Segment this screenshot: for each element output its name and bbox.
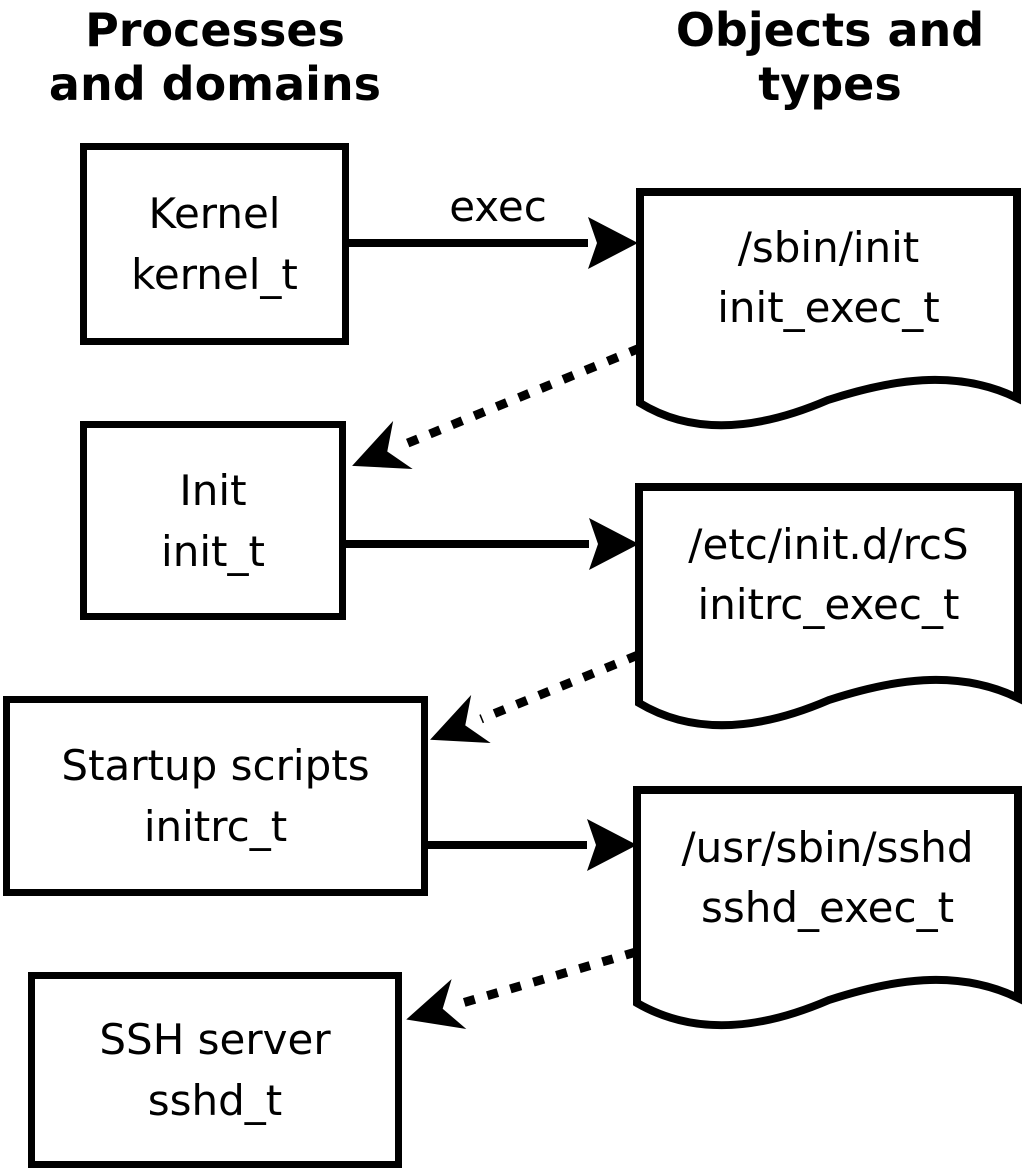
- process-name: Kernel: [148, 189, 281, 238]
- process-domain-type: initrc_t: [143, 802, 288, 851]
- arrow-transition-to-initrc: [430, 650, 640, 744]
- document-shape-sshd-exec: [633, 786, 1022, 1030]
- object-type: initrc_exec_t: [697, 580, 960, 629]
- object-type: init_exec_t: [717, 283, 940, 332]
- document-shape-initrc-exec: [635, 483, 1022, 730]
- process-domain-type: kernel_t: [131, 250, 298, 299]
- object-path: /usr/sbin/sshd: [681, 823, 974, 872]
- object-node-etc-initd-rcs: /etc/init.d/rcS initrc_exec_t: [639, 515, 1018, 635]
- document-shape-init-exec: [636, 188, 1021, 430]
- process-domain-type: init_t: [161, 526, 265, 576]
- column-title-objects: Objects and types: [675, 3, 985, 111]
- process-node-startup-scripts: Startup scripts initrc_t: [3, 696, 428, 896]
- process-name: Startup scripts: [61, 741, 370, 790]
- process-node-ssh-server: SSH server sshd_t: [28, 972, 402, 1168]
- arrow-transition-to-sshd: [406, 947, 638, 1029]
- object-node-sbin-init: /sbin/init init_exec_t: [640, 218, 1017, 338]
- process-domain-type: sshd_t: [147, 1076, 283, 1125]
- column-title-processes: Processes and domains: [48, 3, 382, 111]
- edge-label-exec: exec: [449, 182, 547, 231]
- object-node-usr-sbin-sshd: /usr/sbin/sshd sshd_exec_t: [637, 818, 1018, 938]
- process-name: SSH server: [99, 1015, 331, 1064]
- arrow-transition-to-init: [352, 343, 642, 470]
- process-name: Init: [179, 465, 247, 515]
- process-node-init: Init init_t: [80, 421, 346, 620]
- object-path: /sbin/init: [737, 223, 920, 272]
- process-node-kernel: Kernel kernel_t: [80, 143, 349, 345]
- object-path: /etc/init.d/rcS: [688, 520, 969, 569]
- object-type: sshd_exec_t: [700, 883, 955, 932]
